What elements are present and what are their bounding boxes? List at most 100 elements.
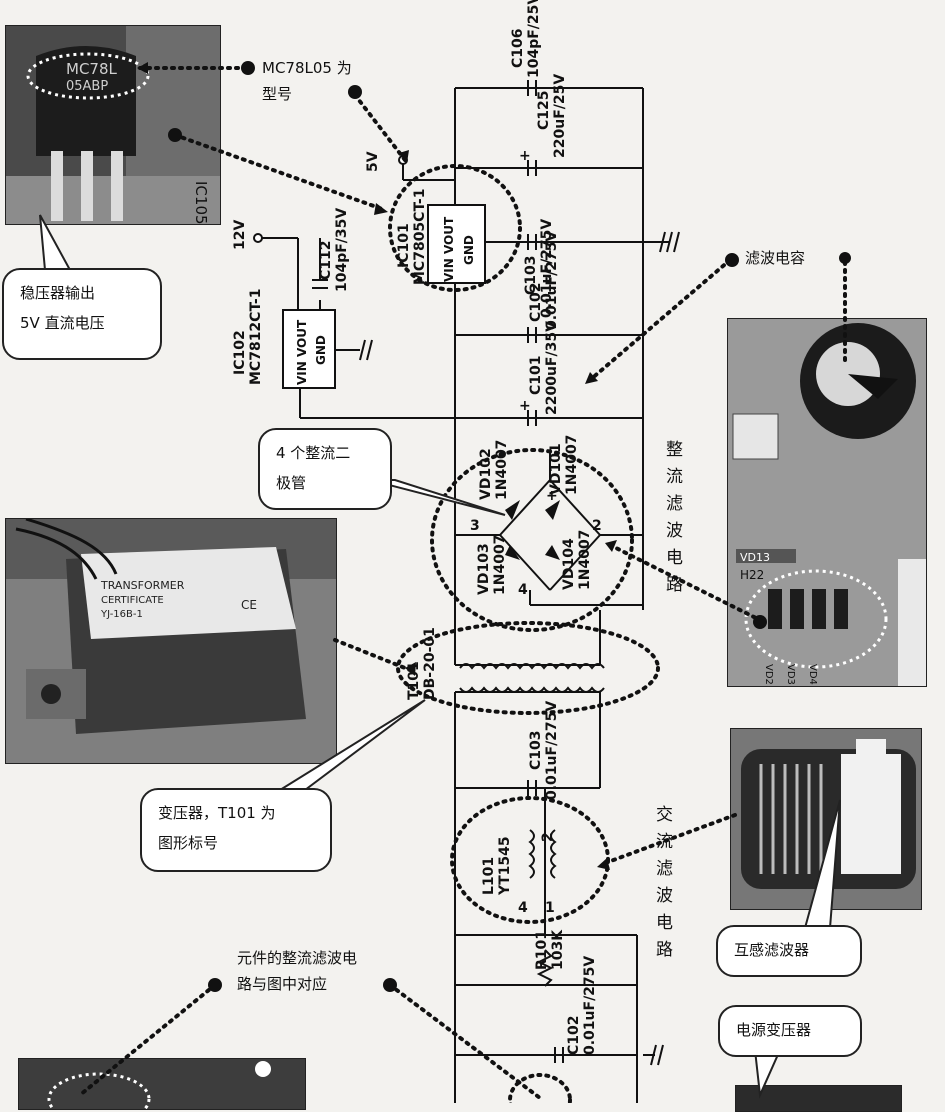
bottom-board-photo-art <box>19 1059 305 1109</box>
ic101-box <box>427 204 486 284</box>
note-component-correspondence: 元件的整流滤波电 路与图中对应 <box>237 945 357 997</box>
label-vd102: VD102 <box>478 448 494 500</box>
callout-arrows <box>78 66 847 1100</box>
label-l101-pin1: 1 <box>545 900 555 916</box>
label-t101-part: DB-20-01 <box>422 627 438 700</box>
callout-transformer-symbol-line2: 图形标号 <box>158 834 219 852</box>
label-bridge-plus: + <box>546 488 558 504</box>
note-filter-capacitor: 滤波电容 <box>745 245 805 271</box>
note-model-number-line2: 型号 <box>262 85 293 103</box>
label-c103-top: C103 <box>523 256 539 296</box>
label-ic101-part: MC7805CT-1 <box>412 189 428 286</box>
board-label-vd4: VD4 <box>807 664 818 685</box>
note-component-correspondence-line2: 路与图中对应 <box>237 975 328 993</box>
note-filter-capacitor-text: 滤波电容 <box>745 249 806 267</box>
callout-rectifier-diodes-line1: 4 个整流二 <box>276 444 351 462</box>
transformer-label-model: YJ-16B-1 <box>100 609 143 620</box>
label-c101-plus: + <box>519 398 531 414</box>
label-ic102-part: MC7812CT-1 <box>248 289 264 386</box>
label-ic102-gnd: GND <box>314 335 328 365</box>
label-c103-top-val: 0.01uF/275V <box>539 219 555 318</box>
arrow-heads <box>137 62 617 870</box>
callout-regulator-output-line2: 5V 直流电压 <box>20 314 105 332</box>
label-ic101-gnd: GND <box>462 235 476 265</box>
regulator-photo: MC78L 05ABP IC105 <box>5 25 221 225</box>
transformer-photo-art: TRANSFORMER CERTIFICATE YJ-16B-1 CE <box>6 519 336 763</box>
label-pin2: 2 <box>592 518 602 534</box>
label-ic102-pins: VIN VOUT <box>295 319 309 385</box>
label-c103: C103 <box>528 731 544 771</box>
callout-power-transformer: 电源变压器 <box>718 1005 862 1057</box>
label-vd104: VD104 <box>561 538 577 590</box>
label-c101: C101 <box>528 356 544 396</box>
label-vd104-part: 1N4007 <box>577 530 593 590</box>
label-ic101-pins: VIN VOUT <box>442 216 456 282</box>
transformer-coils <box>459 663 605 987</box>
label-c101-val: 2200uF/35V <box>544 321 560 415</box>
ic102-box <box>282 309 336 389</box>
label-12v: 12V <box>232 220 248 250</box>
label-c102b-val: 0.01uF/275V <box>582 956 598 1055</box>
callout-mutual-filter-text: 互感滤波器 <box>734 941 810 959</box>
callout-transformer-symbol: 变压器，T101 为 图形标号 <box>140 788 332 872</box>
transformer-label-cert: CERTIFICATE <box>101 595 164 606</box>
label-c112: C112 <box>318 241 334 281</box>
capacitor-symbols <box>312 80 564 1063</box>
label-c106-val: 104pF/25V <box>526 0 542 78</box>
label-vd101: VD101 <box>548 443 564 495</box>
note-model-number-line1: MC78L05 为 <box>262 59 352 77</box>
chip-marking-line1: MC78L <box>66 60 118 78</box>
label-c125: C125 <box>536 91 552 131</box>
callout-transformer-symbol-line1: 变压器，T101 为 <box>158 804 276 822</box>
callout-regulator-output-line1: 稳压器输出 <box>20 284 96 302</box>
label-c106: C106 <box>510 29 526 69</box>
label-l101-pin2: 2 <box>540 832 556 842</box>
note-ac-filter-circuit: 交流滤波电路 <box>652 805 672 967</box>
label-c103-val: 0.01uF/275V <box>544 701 560 800</box>
label-l101-part: YT1545 <box>497 836 513 896</box>
label-c112-val: 104pF/35V <box>334 208 350 292</box>
label-pin3: 3 <box>470 518 480 534</box>
callout-dots <box>168 61 851 992</box>
bottom-board-photo <box>18 1058 306 1110</box>
label-ic102: IC102 <box>232 330 248 375</box>
note-component-correspondence-line1: 元件的整流滤波电 <box>237 949 358 967</box>
label-ic101: IC101 <box>396 223 412 268</box>
label-vd103: VD103 <box>476 543 492 595</box>
label-c102: C102 <box>528 283 544 323</box>
callout-regulator-output: 稳压器输出 5V 直流电压 <box>2 268 162 360</box>
label-l101-pin4: 4 <box>518 900 528 916</box>
label-c102b: C102 <box>566 1016 582 1056</box>
label-vd102-part: 1N4007 <box>494 440 510 500</box>
label-r101: R101 <box>534 930 550 970</box>
board-label-vd13: VD13 <box>740 551 770 564</box>
label-pin4: 4 <box>518 582 528 598</box>
label-t101: T101 <box>406 661 422 700</box>
ground-symbols <box>359 231 680 1066</box>
label-vd101-part: 1N4007 <box>564 435 580 495</box>
label-5v: 5V <box>365 151 381 172</box>
callout-rectifier-diodes-line2: 极管 <box>276 474 307 492</box>
label-c125-plus: + <box>519 148 531 164</box>
regulator-photo-art: MC78L 05ABP IC105 <box>6 26 220 224</box>
label-r101-val: 103K <box>550 929 566 970</box>
terminals <box>253 155 408 243</box>
schematic-labels: C106 104pF/25V C125 220uF/25V 5V IC101 M… <box>232 0 602 1055</box>
board-label-h22: H22 <box>740 568 764 582</box>
note-rectify-filter-circuit: 整流滤波电路 <box>662 440 682 602</box>
label-l101: L101 <box>481 857 497 895</box>
board-label-vd2: VD2 <box>763 664 774 685</box>
transformer-label-ce: CE <box>241 598 257 612</box>
chip-marking-line2: 05ABP <box>66 79 108 94</box>
transformer-photo: TRANSFORMER CERTIFICATE YJ-16B-1 CE <box>5 518 337 764</box>
note-model-number: MC78L05 为 型号 <box>262 55 352 107</box>
callout-power-transformer-text: 电源变压器 <box>736 1021 812 1039</box>
transformer-label-title: TRANSFORMER <box>100 579 185 592</box>
callout-mutual-filter: 互感滤波器 <box>716 925 862 977</box>
diode-symbols <box>505 500 560 560</box>
label-c125-val: 220uF/25V <box>552 74 568 158</box>
label-vd103-part: 1N4007 <box>492 535 508 595</box>
highlight-circles <box>388 164 660 1103</box>
board-label-vd3: VD3 <box>785 664 796 685</box>
